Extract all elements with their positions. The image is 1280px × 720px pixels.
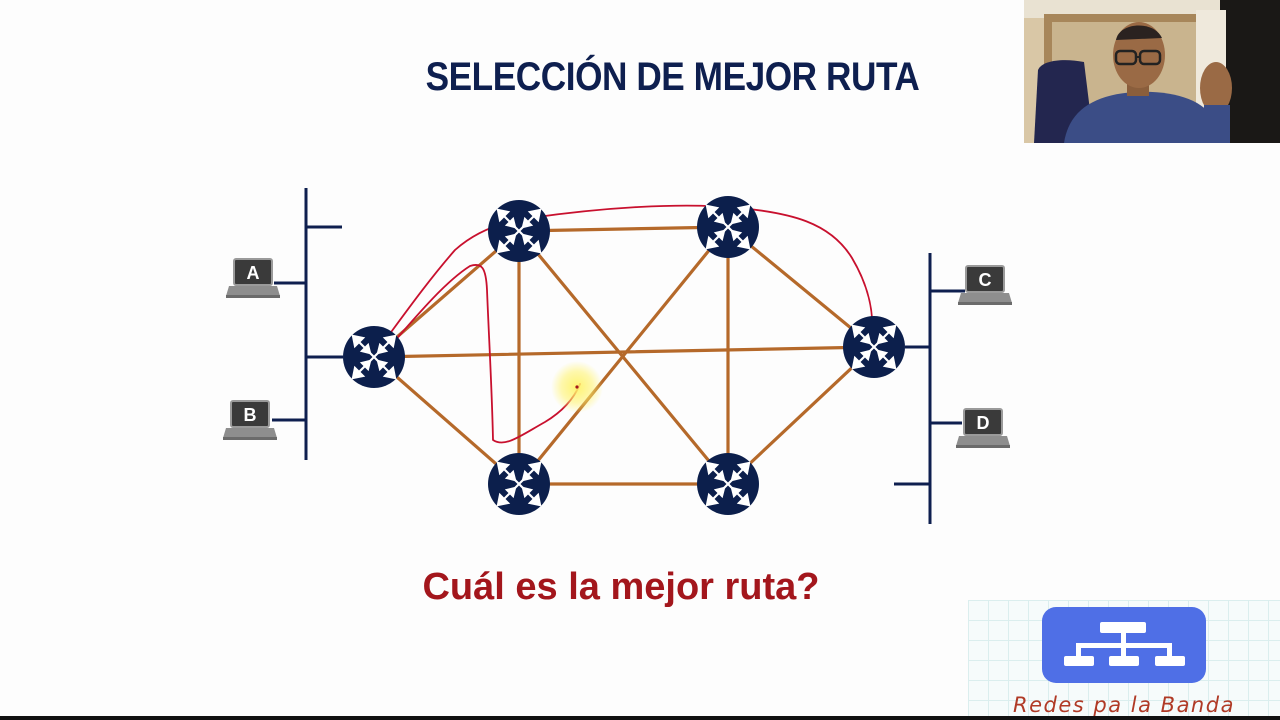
router-icon xyxy=(695,451,761,517)
host-c: C xyxy=(957,265,1013,306)
router-icon xyxy=(341,324,407,390)
router-icon xyxy=(695,194,761,260)
left-lan-segment xyxy=(272,188,343,460)
drawn-path-annotations xyxy=(361,204,894,444)
cursor-dot xyxy=(575,385,579,389)
host-d: D xyxy=(955,408,1011,449)
host-label: C xyxy=(979,270,992,290)
network-hierarchy-icon xyxy=(1042,607,1206,683)
question-text: Cuál es la mejor ruta? xyxy=(422,566,820,608)
host-label: D xyxy=(977,413,990,433)
router-icon xyxy=(841,314,907,380)
router-icon xyxy=(486,451,552,517)
router-icon xyxy=(486,198,552,264)
host-a: A xyxy=(225,258,281,299)
host-label: A xyxy=(247,263,260,283)
router-links xyxy=(372,225,876,486)
webcam-overlay xyxy=(1024,0,1280,143)
right-lan-segment xyxy=(894,253,965,524)
host-b: B xyxy=(222,400,278,441)
host-label: B xyxy=(244,405,257,425)
bottom-border xyxy=(0,716,1280,720)
presenter-video xyxy=(1024,0,1280,143)
channel-logo: Redes pa la Banda xyxy=(968,600,1280,720)
logo-text: Redes pa la Banda xyxy=(1013,693,1235,717)
slide-title: SELECCIÓN DE MEJOR RUTA xyxy=(425,55,920,99)
